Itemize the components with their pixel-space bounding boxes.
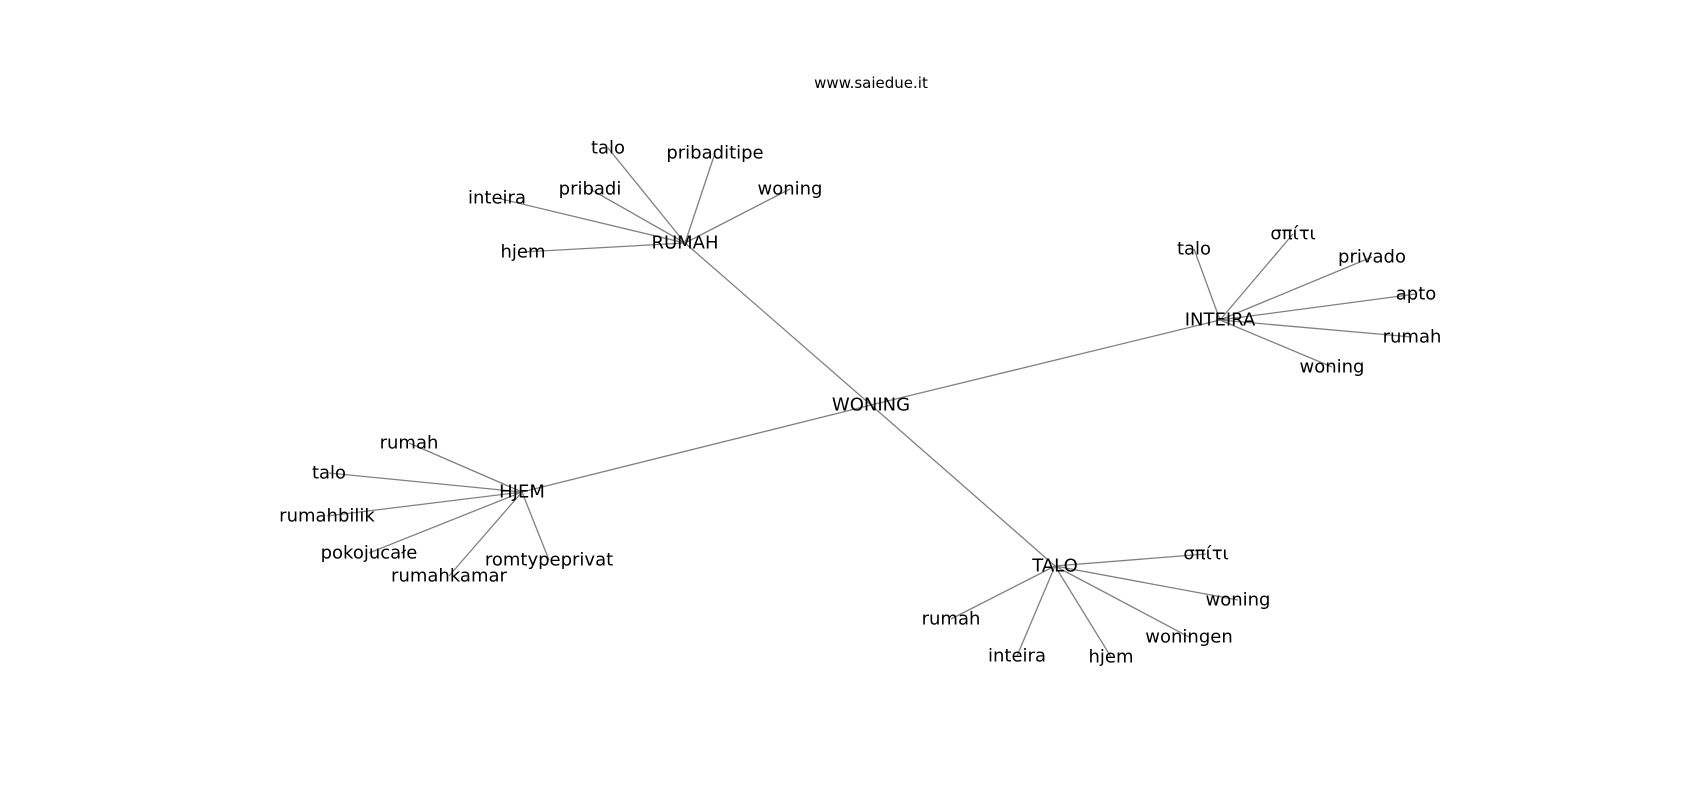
edge-hub-to-leaf bbox=[326, 491, 523, 517]
center-node-label: WONING bbox=[832, 395, 910, 416]
leaf-node-label: inteira bbox=[468, 188, 526, 209]
leaf-node-label: rumah bbox=[922, 609, 981, 630]
edge-hub-to-leaf bbox=[950, 565, 1056, 620]
leaf-node-label: woning bbox=[1206, 590, 1271, 611]
leaf-node-label: pribadi bbox=[559, 179, 622, 200]
edge-hub-to-leaf bbox=[448, 491, 523, 577]
hub-node-label: TALO bbox=[1031, 556, 1077, 577]
edge-hub-to-leaf bbox=[1219, 319, 1333, 368]
edge-center-to-hub bbox=[684, 242, 872, 406]
watermark-text: www.saiedue.it bbox=[814, 74, 928, 92]
leaf-node-label: talo bbox=[591, 138, 625, 159]
leaf-node-label: hjem bbox=[1088, 647, 1133, 668]
leaf-node-label: σπίτι bbox=[1270, 224, 1315, 245]
edge-hub-to-leaf bbox=[1054, 565, 1239, 601]
edge-center-to-hub bbox=[870, 319, 1221, 406]
edge-hub-to-leaf bbox=[408, 442, 523, 493]
leaf-node-label: inteira bbox=[988, 646, 1046, 667]
edge-center-to-hub bbox=[521, 404, 872, 493]
edge-hub-to-leaf bbox=[589, 188, 686, 244]
hub-node-label: HJEM bbox=[499, 482, 545, 503]
edge-hub-to-leaf bbox=[368, 491, 523, 554]
edges-layer bbox=[326, 147, 1417, 658]
leaf-node-label: woningen bbox=[1145, 627, 1232, 648]
edge-hub-to-leaf bbox=[522, 242, 686, 253]
edge-hub-to-leaf bbox=[607, 147, 686, 244]
leaf-node-label: rumah bbox=[380, 433, 439, 454]
leaf-node-label: rumahkamar bbox=[391, 566, 507, 587]
leaf-node-label: rumahbilik bbox=[279, 506, 375, 527]
edge-hub-to-leaf bbox=[1016, 565, 1056, 657]
leaf-node-label: romtypeprivat bbox=[485, 550, 613, 571]
edge-hub-to-leaf bbox=[1054, 553, 1207, 567]
edge-hub-to-leaf bbox=[1219, 319, 1413, 338]
hub-node-label: INTEIRA bbox=[1185, 310, 1256, 331]
leaf-node-label: woning bbox=[1300, 357, 1365, 378]
edge-hub-to-leaf bbox=[328, 472, 523, 493]
edge-hub-to-leaf bbox=[1219, 233, 1294, 321]
leaf-node-label: woning bbox=[758, 179, 823, 200]
leaf-node-label: privado bbox=[1338, 247, 1406, 268]
edge-hub-to-leaf bbox=[1054, 565, 1190, 638]
leaf-node-label: σπίτι bbox=[1183, 544, 1228, 565]
leaf-node-label: pokojucałe bbox=[321, 543, 418, 564]
edge-hub-to-leaf bbox=[1054, 565, 1112, 658]
edge-center-to-hub bbox=[870, 404, 1056, 567]
edge-hub-to-leaf bbox=[684, 152, 716, 244]
hub-node-label: RUMAH bbox=[651, 233, 718, 254]
leaf-node-label: rumah bbox=[1383, 327, 1442, 348]
leaf-node-label: talo bbox=[1177, 239, 1211, 260]
edge-hub-to-leaf bbox=[1219, 293, 1417, 321]
leaf-node-label: hjem bbox=[500, 242, 545, 263]
edge-hub-to-leaf bbox=[521, 491, 550, 561]
leaf-node-label: apto bbox=[1396, 284, 1437, 305]
edge-hub-to-leaf bbox=[684, 188, 791, 244]
labels-layer: WONING RUMAH talo pribaditipe pribadi woning i… bbox=[279, 138, 1441, 668]
leaf-node-label: pribaditipe bbox=[666, 143, 763, 164]
edge-hub-to-leaf bbox=[496, 197, 686, 244]
edge-hub-to-leaf bbox=[1219, 256, 1373, 321]
leaf-node-label: talo bbox=[312, 463, 346, 484]
edge-hub-to-leaf bbox=[1193, 248, 1221, 321]
